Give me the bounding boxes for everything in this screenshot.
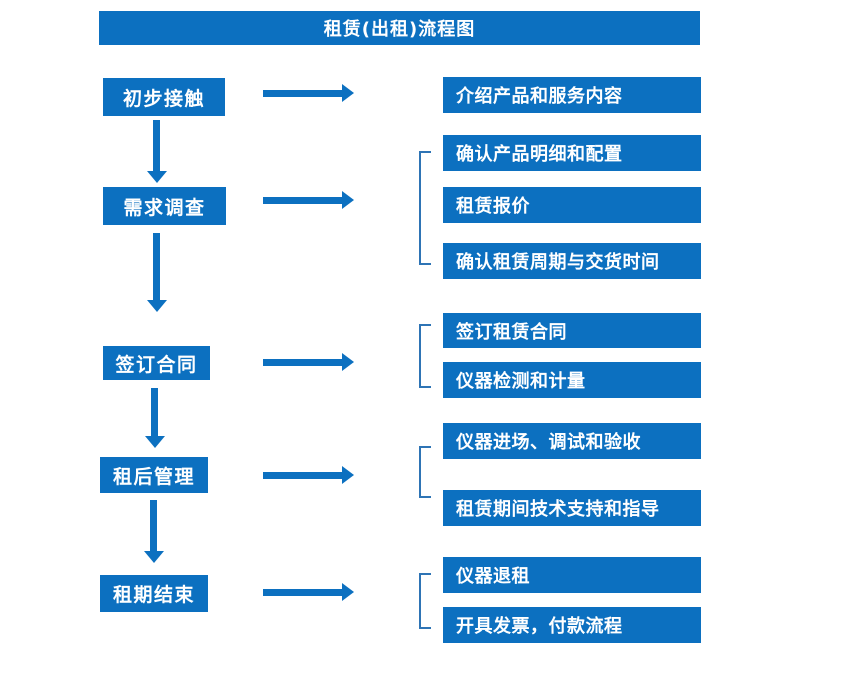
detail-box-confirm-product-config: 确认产品明细和配置: [443, 135, 701, 171]
diagram-title: 租赁(出租)流程图: [99, 11, 700, 45]
arrow-head-icon: [147, 171, 167, 183]
arrow-stem: [263, 472, 343, 479]
arrow-stem: [151, 388, 158, 436]
down-arrow-2: [147, 233, 167, 312]
stage-box-initial-contact: 初步接触: [103, 78, 225, 116]
stage-box-demand-survey: 需求调查: [103, 187, 226, 225]
right-arrow-initial-contact: [263, 84, 354, 102]
stage-box-rental-end: 租期结束: [100, 575, 208, 612]
detail-box-instrument-return: 仪器退租: [443, 557, 701, 593]
arrow-head-icon: [342, 466, 354, 484]
right-arrow-sign-contract: [263, 353, 354, 371]
arrow-stem: [153, 233, 160, 300]
down-arrow-4: [144, 500, 164, 563]
detail-box-instrument-setup: 仪器进场、调试和验收: [443, 423, 701, 459]
arrow-stem: [263, 90, 343, 97]
bracket-sign-contract-group: [419, 324, 431, 388]
right-arrow-demand-survey: [263, 191, 354, 209]
detail-box-sign-rental-contract: 签订租赁合同: [443, 313, 701, 348]
arrow-head-icon: [145, 436, 165, 448]
stage-box-sign-contract: 签订合同: [103, 346, 210, 380]
arrow-head-icon: [147, 300, 167, 312]
right-arrow-rental-end: [263, 583, 354, 601]
bracket-post-rental-group: [419, 446, 431, 498]
bracket-demand-survey-group: [419, 151, 431, 265]
arrow-stem: [263, 359, 343, 366]
detail-box-rental-quotation: 租赁报价: [443, 187, 701, 223]
detail-box-invoice-payment: 开具发票，付款流程: [443, 607, 701, 643]
arrow-head-icon: [342, 353, 354, 371]
arrow-stem: [150, 500, 157, 551]
detail-box-introduce-products: 介绍产品和服务内容: [443, 77, 701, 113]
detail-box-confirm-period-delivery: 确认租赁周期与交货时间: [443, 243, 701, 279]
bracket-rental-end-group: [419, 573, 431, 629]
stage-box-post-rental-management: 租后管理: [100, 457, 208, 493]
arrow-head-icon: [144, 551, 164, 563]
detail-box-instrument-testing: 仪器检测和计量: [443, 362, 701, 398]
arrow-stem: [263, 197, 343, 204]
arrow-head-icon: [342, 191, 354, 209]
right-arrow-post-rental: [263, 466, 354, 484]
detail-box-technical-support: 租赁期间技术支持和指导: [443, 490, 701, 526]
arrow-stem: [263, 589, 343, 596]
arrow-head-icon: [342, 583, 354, 601]
arrow-stem: [153, 120, 160, 171]
down-arrow-3: [145, 388, 165, 448]
arrow-head-icon: [342, 84, 354, 102]
down-arrow-1: [147, 120, 167, 183]
